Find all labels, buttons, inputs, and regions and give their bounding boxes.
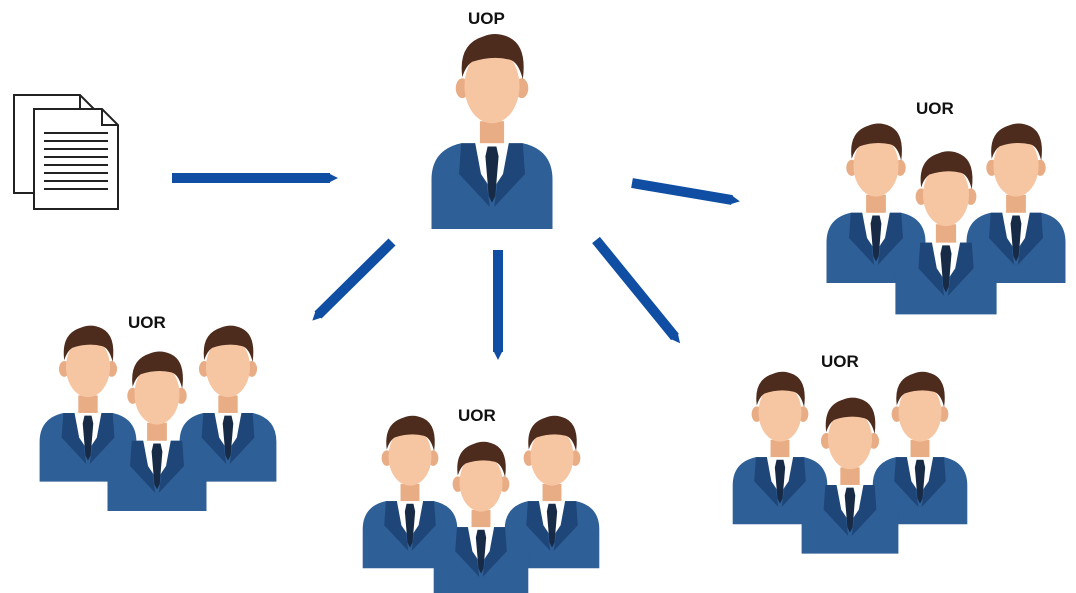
source-label: UOP: [468, 9, 505, 28]
group-label-bottom-right: UOR: [821, 352, 859, 371]
people-group-icon: [39, 325, 277, 511]
group-label-left: UOR: [128, 313, 166, 332]
group-label-center: UOR: [458, 406, 496, 425]
group-label-top-right: UOR: [916, 99, 954, 118]
arrow-icon: [312, 238, 396, 321]
arrow-icon: [592, 236, 681, 344]
arrow-icon: [631, 178, 740, 205]
people-group-icon: [826, 123, 1066, 315]
people-group-icon: [362, 415, 600, 593]
documents-icon: [13, 94, 119, 210]
people-group-icon: [732, 371, 968, 554]
person-icon: [431, 34, 553, 229]
